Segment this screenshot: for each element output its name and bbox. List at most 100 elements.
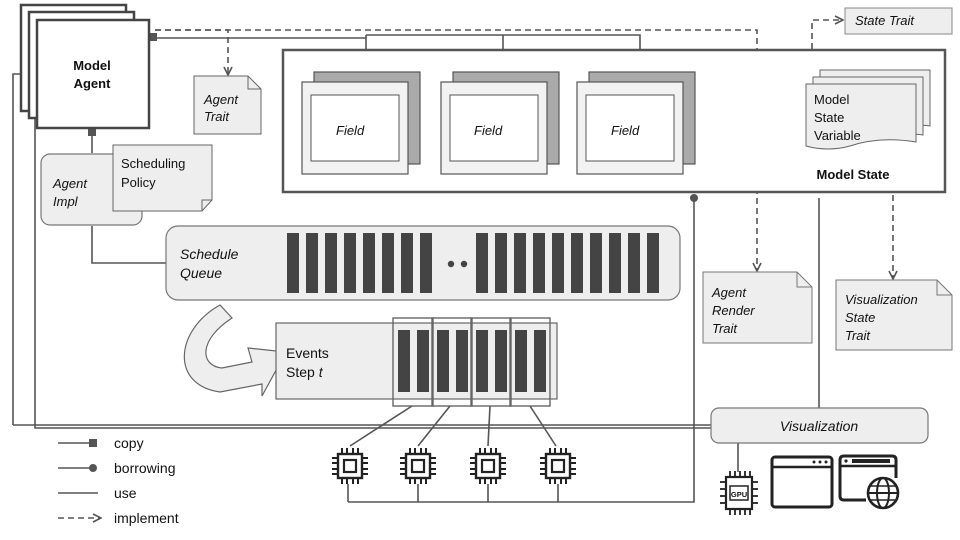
queue-bar	[382, 233, 394, 293]
event-group	[509, 317, 551, 407]
queue-bar	[401, 233, 413, 293]
event-bar	[515, 330, 527, 392]
cpu-link-3	[487, 405, 491, 447]
queue-ellipsis-dot	[460, 260, 468, 268]
legend-label: implement	[114, 510, 179, 526]
visualization-state-trait-line1: Visualization	[845, 292, 918, 307]
event-bar	[417, 330, 429, 392]
field-label: Field	[336, 123, 365, 138]
agent-impl-line2: Impl	[53, 194, 79, 209]
legend-label: use	[114, 485, 137, 501]
model-state-variable-line3: Variable	[814, 128, 861, 143]
visualization-state-trait-line3: Trait	[845, 328, 871, 343]
schedule-queue-line2: Queue	[180, 265, 222, 281]
copy-marker-agent	[149, 33, 157, 41]
gpu-icon: GPU	[720, 471, 758, 515]
model-state-variable-documents: Model State Variable	[805, 69, 931, 150]
agent-render-trait-line3: Trait	[712, 321, 738, 336]
agent-title-line2: Agent	[74, 76, 112, 91]
queue-bar	[552, 233, 564, 293]
agent-impl-line1: Agent	[52, 176, 88, 191]
queue-ellipsis-dot	[447, 260, 455, 268]
gpu-label: GPU	[731, 490, 747, 499]
state-trait-document: State Trait	[844, 7, 953, 35]
cpu-link-4	[529, 405, 557, 447]
queue-bar	[420, 233, 432, 293]
visualization-state-trait-line2: State	[845, 310, 875, 325]
cpu-icon	[538, 446, 578, 486]
use-line-impl-queue	[91, 226, 166, 264]
event-group	[392, 317, 434, 407]
events-step-box: Events Step t	[275, 317, 558, 407]
agent-render-trait-document: Agent Render Trait	[702, 271, 813, 344]
legend-item-implement: implement	[58, 510, 179, 526]
field-label: Field	[611, 123, 640, 138]
connectors	[12, 20, 893, 503]
field-2: Field	[440, 71, 560, 175]
queue-bar	[287, 233, 299, 293]
model-state-variable-line2: State	[814, 110, 844, 125]
event-bar	[476, 330, 488, 392]
model-state-label: Model State	[817, 167, 890, 182]
borrowing-line-left-loop	[34, 75, 711, 429]
legend-label: borrowing	[114, 460, 175, 476]
event-bar	[534, 330, 546, 392]
queue-bar	[647, 233, 659, 293]
event-groups	[392, 317, 551, 407]
queue-bar	[609, 233, 621, 293]
cpu-link-2	[417, 405, 451, 447]
event-group	[431, 317, 473, 407]
event-bars	[398, 330, 546, 392]
queue-bar	[514, 233, 526, 293]
scheduling-policy-document: Scheduling Policy	[112, 144, 213, 212]
visualization-state-trait-document: Visualization State Trait	[835, 279, 953, 351]
queue-bar	[628, 233, 640, 293]
borrowing-marker-state	[690, 194, 698, 202]
queue-bar	[495, 233, 507, 293]
cpu-icon	[398, 446, 438, 486]
legend-item-borrowing: borrowing	[58, 460, 175, 476]
borrowing-line-state-cpus	[348, 198, 695, 503]
events-line2-var: t	[319, 364, 324, 380]
legend-item-copy: copy	[58, 435, 144, 451]
curved-arrow-icon	[183, 304, 287, 397]
event-bar	[437, 330, 449, 392]
agent-render-trait-line2: Render	[712, 303, 755, 318]
queue-bar	[590, 233, 602, 293]
legend-label: copy	[114, 435, 144, 451]
field-1: Field	[301, 71, 421, 175]
queue-bar	[363, 233, 375, 293]
visualization-label: Visualization	[780, 418, 859, 434]
queue-bars-right	[476, 233, 659, 293]
queue-bar	[344, 233, 356, 293]
queue-bar	[571, 233, 583, 293]
agent-title-line1: Model	[73, 58, 111, 73]
legend: copy borrowing use implement	[58, 435, 179, 526]
model-agent-stack: Model Agent	[19, 3, 151, 130]
cpu-bus	[347, 484, 559, 502]
queue-bar	[533, 233, 545, 293]
events-line1: Events	[286, 345, 329, 361]
web-browser-icon	[838, 454, 900, 510]
field-3: Field	[576, 71, 696, 175]
window-icon	[770, 455, 834, 509]
agent-trait-document: Agent Trait	[193, 75, 262, 135]
cpu-icon	[330, 446, 370, 486]
legend-item-use: use	[58, 485, 137, 501]
event-bar	[495, 330, 507, 392]
event-group	[470, 317, 512, 407]
queue-bar	[306, 233, 318, 293]
queue-bars-left	[287, 233, 432, 293]
copy-marker-agent-impl	[88, 128, 96, 136]
event-bar	[456, 330, 468, 392]
events-line2-prefix: Step	[286, 364, 319, 380]
schedule-queue-line1: Schedule	[180, 246, 239, 262]
cpu-row	[330, 446, 578, 486]
implement-arrow-state-trait	[811, 20, 842, 49]
model-state-variable-line1: Model	[814, 92, 850, 107]
events-line2: Step t	[286, 364, 324, 380]
field-label: Field	[474, 123, 503, 138]
agent-trait-line2: Trait	[204, 109, 230, 124]
scheduling-policy-line1: Scheduling	[121, 156, 185, 171]
